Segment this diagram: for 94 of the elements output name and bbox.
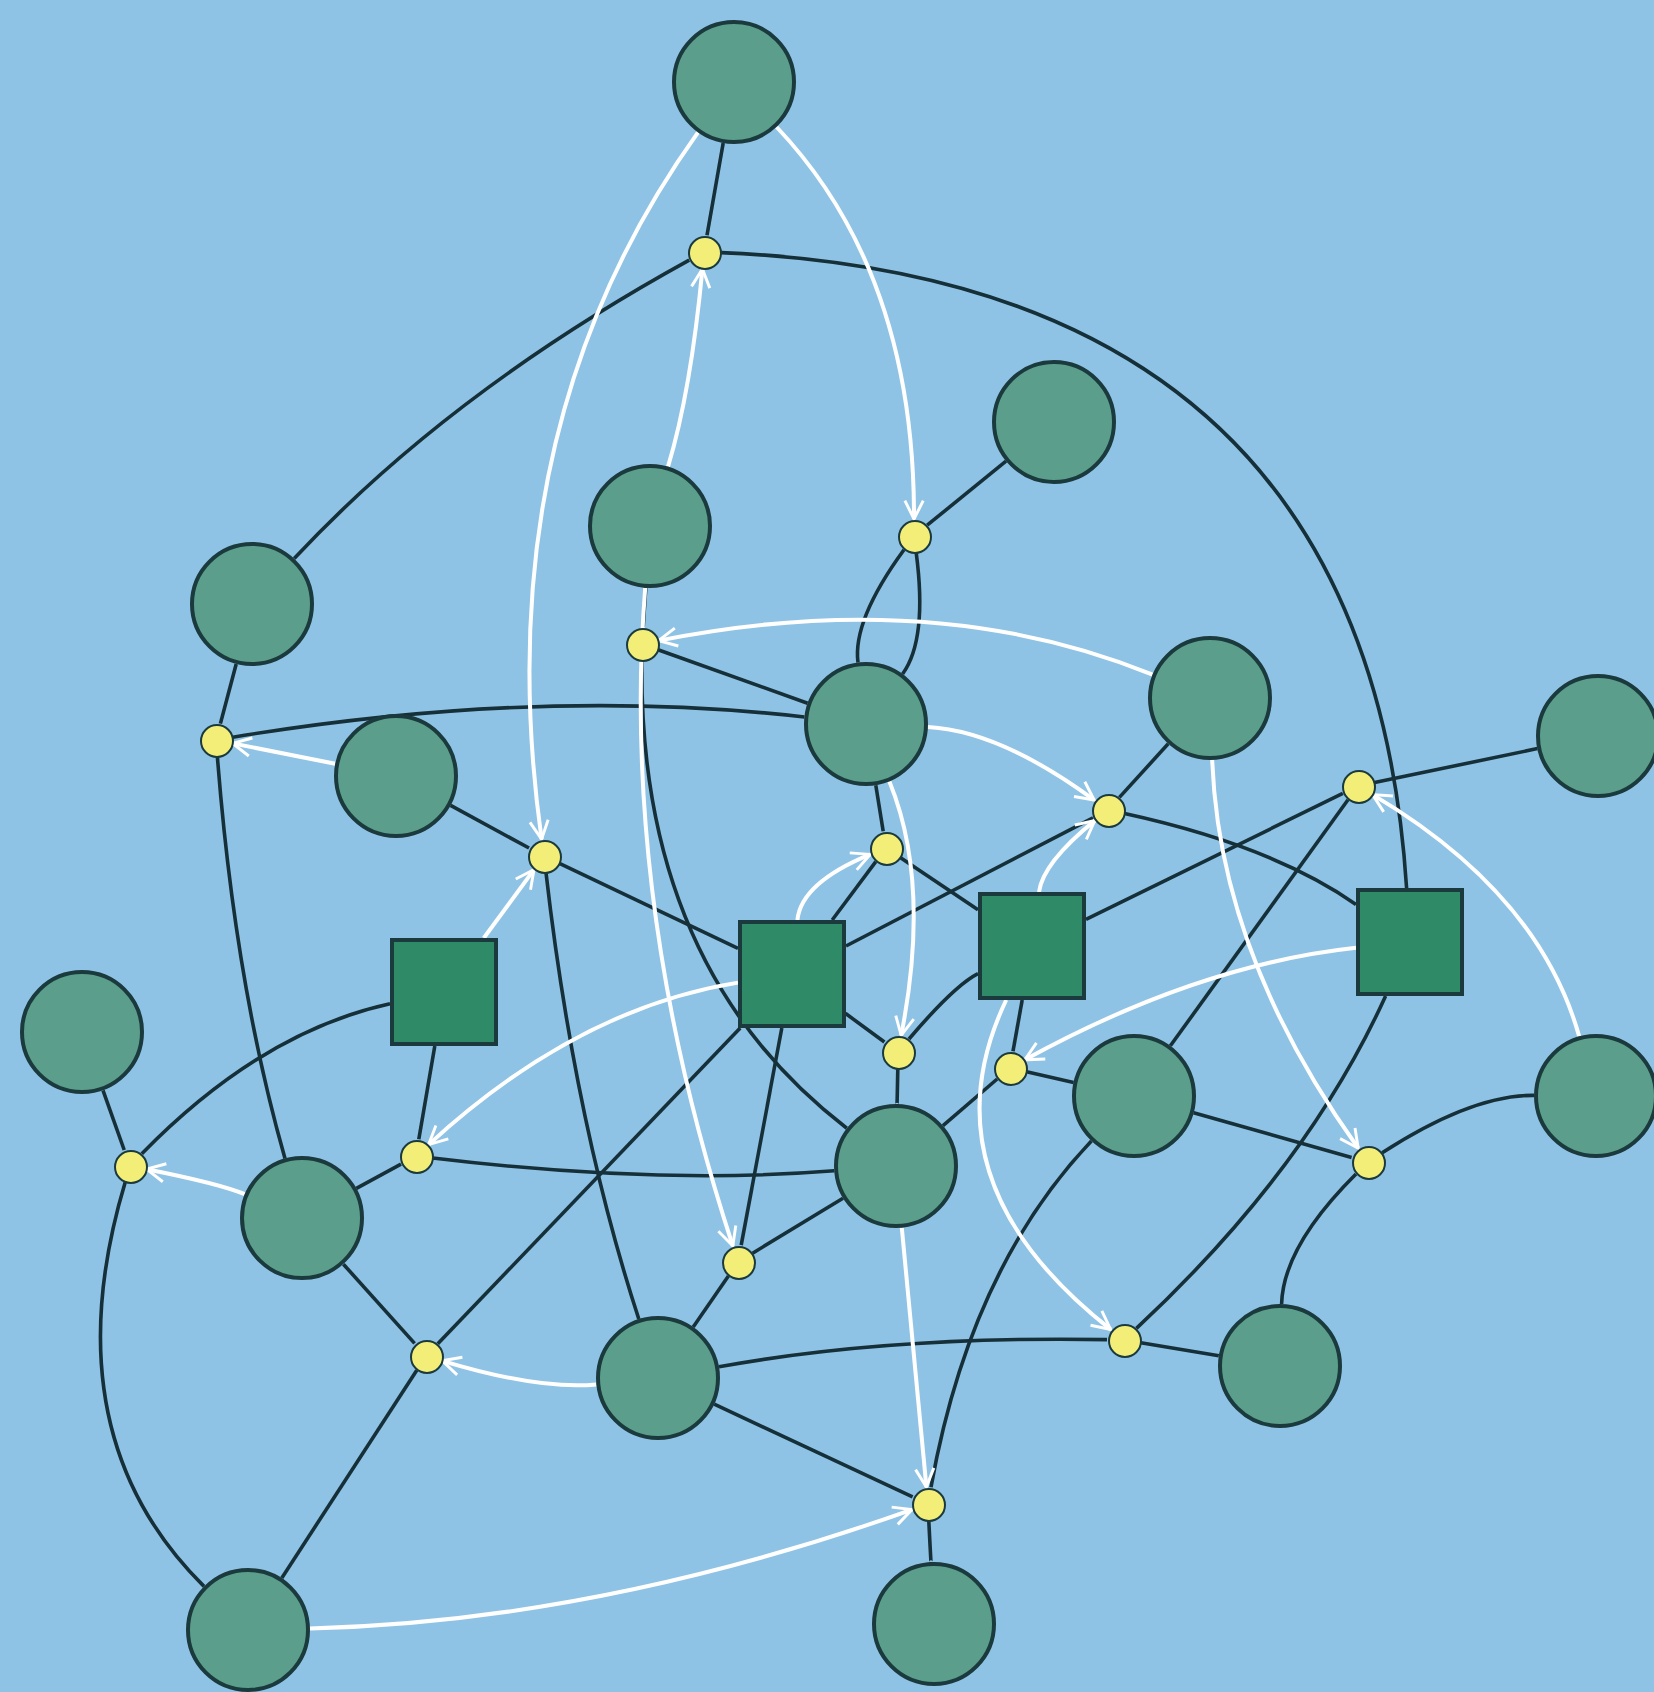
- connector-line: [1168, 798, 1350, 1047]
- square-node: [738, 920, 846, 1028]
- arrow: [145, 1162, 246, 1197]
- junction-dot: [869, 831, 903, 865]
- arrow: [887, 780, 916, 1037]
- arrow: [638, 587, 738, 1248]
- arrow: [440, 1355, 597, 1388]
- junction-dot: [1351, 1145, 1385, 1179]
- junction-dot: [993, 1051, 1027, 1085]
- connector-line: [1140, 1341, 1220, 1358]
- circle-node: [334, 714, 458, 838]
- connector-line: [691, 1274, 730, 1328]
- junction-dot: [113, 1149, 147, 1183]
- junction-dot: [687, 235, 721, 269]
- junction-dot: [199, 723, 233, 757]
- arrow: [482, 868, 536, 940]
- connector-line: [855, 548, 906, 663]
- arrow: [309, 1505, 914, 1631]
- connector-line: [1279, 1172, 1358, 1305]
- junction-dot: [897, 519, 931, 553]
- junction-dot: [1341, 769, 1375, 803]
- connector-line: [718, 1337, 1107, 1369]
- connector-line: [895, 1068, 900, 1105]
- arrow: [657, 617, 1154, 677]
- connector-line: [720, 250, 1409, 889]
- connector-line: [927, 1520, 933, 1563]
- arrow: [527, 131, 700, 841]
- arrow: [1023, 945, 1357, 1062]
- connector-line: [1026, 1070, 1074, 1085]
- connector-line: [899, 855, 979, 912]
- connector-line: [713, 1402, 914, 1499]
- connector-line: [751, 1196, 844, 1255]
- connector-line: [657, 648, 809, 705]
- arrow: [795, 851, 872, 921]
- connector-line: [436, 1026, 742, 1346]
- connector-line: [1011, 999, 1024, 1052]
- connector-line: [845, 816, 1094, 948]
- connector-line: [544, 872, 641, 1320]
- connector-line: [1381, 1093, 1535, 1155]
- connector-line: [417, 1045, 437, 1140]
- connector-line: [215, 756, 287, 1159]
- junction-dot: [409, 1339, 443, 1373]
- connector-line: [218, 663, 238, 725]
- junction-dot: [1091, 793, 1125, 827]
- connector-line: [1135, 995, 1388, 1330]
- junction-dot: [911, 1487, 945, 1521]
- connector-line: [432, 1156, 835, 1178]
- junction-dot: [881, 1035, 915, 1069]
- connector-line: [1085, 791, 1344, 921]
- junction-dot: [721, 1245, 755, 1279]
- junction-dot: [399, 1139, 433, 1173]
- arrow: [927, 725, 1096, 802]
- connector-line: [232, 703, 805, 739]
- junction-dot: [527, 839, 561, 873]
- connector-line: [830, 860, 878, 922]
- connector-line: [292, 258, 691, 560]
- circle-node: [186, 1568, 310, 1692]
- connector-line: [874, 784, 885, 832]
- square-node: [1356, 888, 1464, 996]
- connector-line: [1118, 742, 1170, 799]
- arrow: [775, 125, 925, 521]
- connector-line: [901, 552, 922, 675]
- connector-line: [705, 142, 725, 236]
- junction-dot: [625, 627, 659, 661]
- square-node: [390, 938, 498, 1046]
- connector-line: [941, 1077, 999, 1127]
- connector-line: [929, 1139, 1093, 1488]
- square-node: [978, 892, 1086, 1000]
- circle-node: [1072, 1034, 1196, 1158]
- connector-line: [739, 1027, 784, 1246]
- connector-line: [1124, 811, 1357, 906]
- connector-line: [355, 1162, 402, 1190]
- connector-line: [640, 660, 848, 1130]
- junction-dot: [1107, 1323, 1141, 1357]
- arrow: [1037, 819, 1097, 893]
- arrow: [899, 1227, 936, 1489]
- connector-line: [101, 1089, 126, 1151]
- connector-line: [926, 459, 1008, 527]
- connector-line: [558, 861, 739, 951]
- connector-line: [449, 803, 530, 850]
- arrow: [231, 736, 336, 766]
- connector-line: [844, 1012, 886, 1044]
- connector-line: [907, 972, 979, 1041]
- connector-line: [1193, 1111, 1353, 1160]
- arrow: [666, 267, 712, 468]
- connector-line: [1374, 746, 1538, 785]
- connector-line: [140, 1002, 391, 1156]
- connector-line: [98, 1181, 206, 1588]
- connector-line: [280, 1369, 419, 1579]
- connector-line: [342, 1263, 416, 1345]
- arrow: [1371, 792, 1582, 1037]
- arrow: [977, 999, 1113, 1331]
- arrow: [1210, 759, 1360, 1150]
- arrow: [427, 980, 739, 1147]
